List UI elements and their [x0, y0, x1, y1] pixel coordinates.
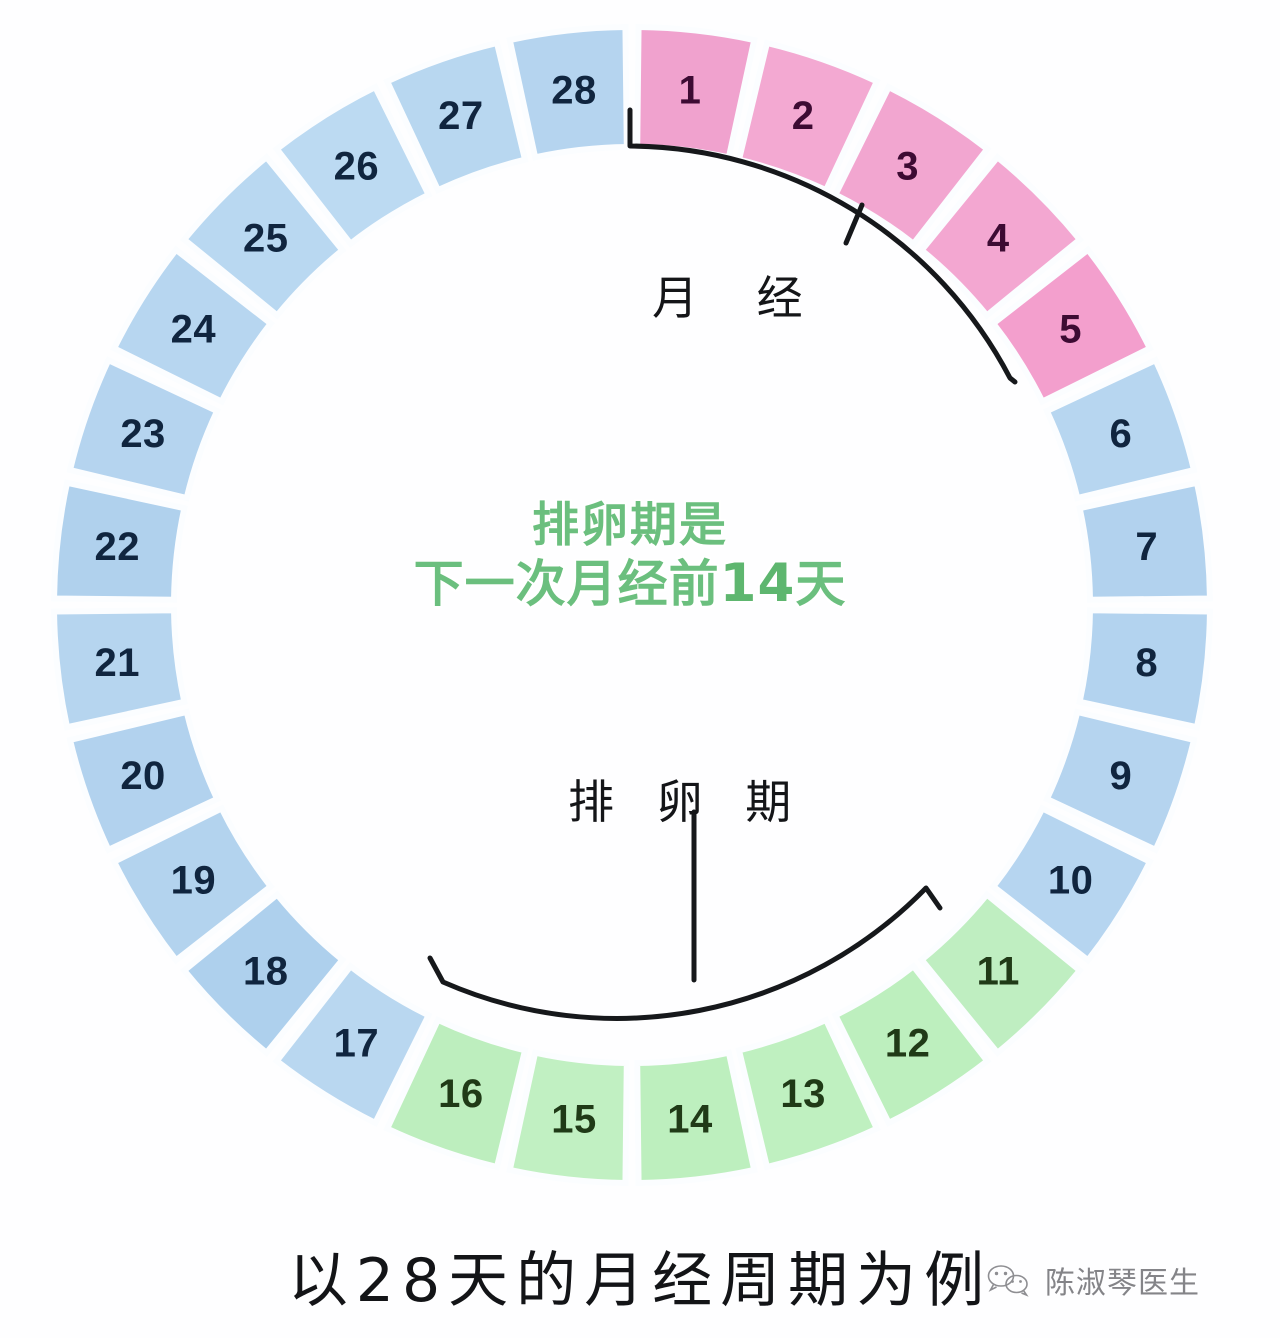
- day-segment[interactable]: [831, 962, 992, 1127]
- day-segment[interactable]: [1042, 708, 1198, 854]
- day-number: 23: [120, 412, 166, 456]
- day-number: 8: [1135, 641, 1158, 685]
- day-number: 12: [885, 1022, 931, 1066]
- day-number: 9: [1110, 754, 1133, 798]
- day-number: 25: [243, 217, 289, 261]
- day-number: 14: [667, 1098, 713, 1142]
- menstruation-label: 月 经: [652, 271, 825, 325]
- day-number: 19: [171, 859, 217, 903]
- day-segment[interactable]: [66, 356, 222, 502]
- wechat-icon: [987, 1265, 1029, 1297]
- day-number: 17: [334, 1022, 380, 1066]
- day-segment[interactable]: [735, 1015, 881, 1171]
- day-segment[interactable]: [383, 1015, 529, 1171]
- day-segment[interactable]: [1076, 479, 1213, 603]
- day-segment[interactable]: [831, 83, 992, 248]
- day-number: 28: [551, 68, 597, 112]
- day-segment[interactable]: [179, 890, 347, 1058]
- day-segments-group: [51, 24, 1213, 1186]
- day-numbers-group: 1234567891011121314151617181920212223242…: [95, 68, 1158, 1142]
- center-note: 排卵期是 下一次月经前14天: [330, 498, 930, 616]
- day-segment[interactable]: [51, 607, 188, 731]
- day-number: 26: [334, 144, 380, 188]
- day-segment[interactable]: [634, 1049, 758, 1186]
- day-number: 27: [438, 94, 484, 138]
- day-number: 2: [792, 94, 815, 138]
- day-number: 16: [438, 1072, 484, 1116]
- day-number: 24: [171, 307, 217, 351]
- day-segment[interactable]: [51, 479, 188, 603]
- day-number: 20: [120, 754, 166, 798]
- day-segment[interactable]: [1076, 607, 1213, 731]
- caption: 以28天的月经周期为例: [287, 1246, 993, 1316]
- day-segment[interactable]: [506, 24, 630, 161]
- day-number: 15: [551, 1098, 597, 1142]
- day-number: 6: [1110, 412, 1133, 456]
- day-segment[interactable]: [383, 39, 529, 195]
- day-segment[interactable]: [272, 962, 433, 1127]
- day-number: 22: [95, 525, 141, 569]
- ovulation-label: 排 卵 期: [568, 775, 806, 829]
- day-segment[interactable]: [179, 152, 347, 320]
- day-number: 1: [679, 68, 702, 112]
- day-segment[interactable]: [917, 152, 1085, 320]
- center-note-suffix: 天: [795, 555, 847, 614]
- menstruation-bracket: [627, 107, 1018, 385]
- day-segment[interactable]: [110, 804, 275, 965]
- center-note-prefix: 下一次月经前: [413, 555, 720, 614]
- day-number: 7: [1135, 525, 1158, 569]
- day-segment[interactable]: [989, 804, 1154, 965]
- ovulation-bracket: [427, 809, 943, 1021]
- day-segment[interactable]: [1042, 356, 1198, 502]
- day-segment[interactable]: [66, 708, 222, 854]
- day-segment[interactable]: [989, 245, 1154, 406]
- day-segment[interactable]: [110, 245, 275, 406]
- day-number: 13: [780, 1072, 826, 1116]
- day-number: 5: [1059, 307, 1082, 351]
- center-note-number: 14: [719, 553, 796, 615]
- day-number: 3: [896, 144, 919, 188]
- day-number: 4: [987, 217, 1010, 261]
- center-note-line-1: 排卵期是: [532, 498, 728, 553]
- day-segment[interactable]: [917, 890, 1085, 1058]
- watermark-text: 陈淑琴医生: [1045, 1266, 1200, 1301]
- center-note-line-2: 下一次月经前14天: [330, 553, 930, 616]
- day-segment[interactable]: [272, 83, 433, 248]
- day-number: 18: [243, 949, 289, 993]
- day-number: 11: [977, 949, 1020, 993]
- watermark: 陈淑琴医生: [985, 1258, 1200, 1302]
- day-number: 21: [95, 641, 141, 685]
- day-segment[interactable]: [506, 1049, 630, 1186]
- day-number: 10: [1048, 859, 1094, 903]
